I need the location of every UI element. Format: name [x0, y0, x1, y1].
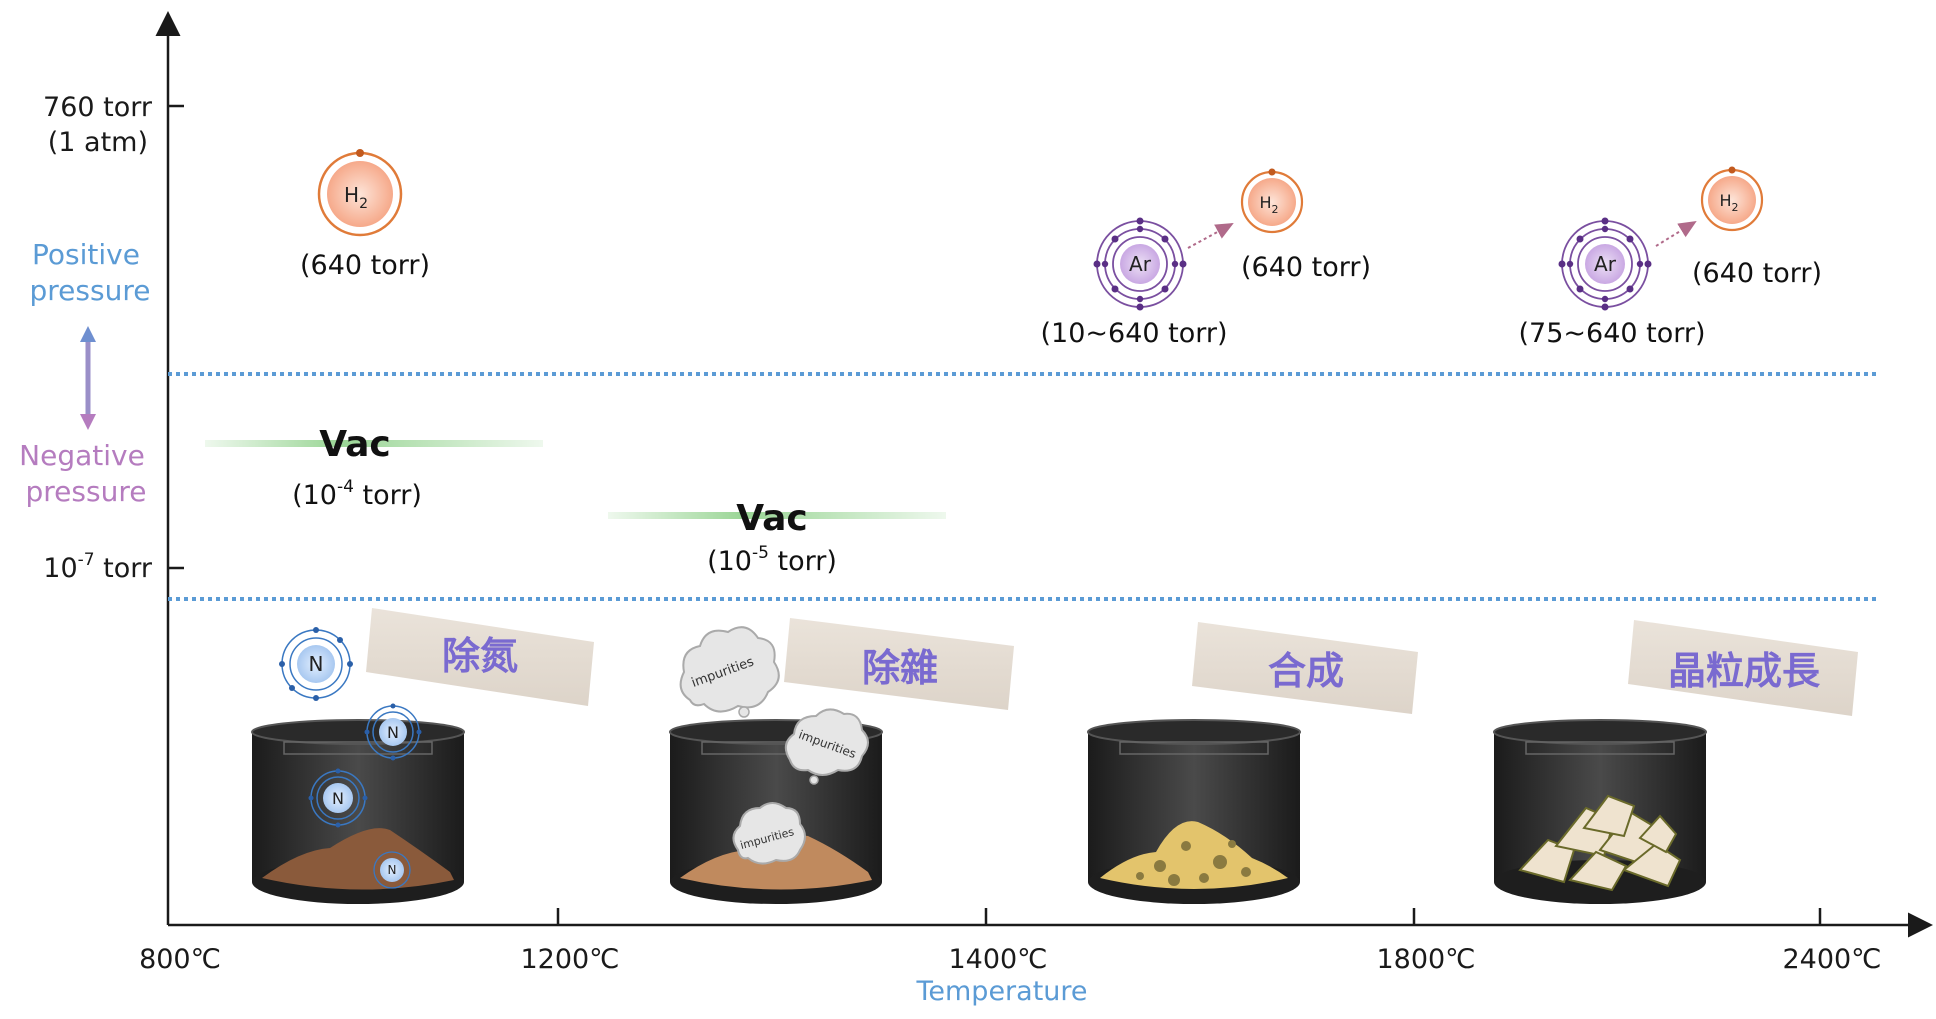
pressure-arrow-up-icon — [80, 326, 96, 342]
y-tick-low-label: 10-7 torr — [43, 550, 153, 584]
positive-pressure-label-2: pressure — [30, 274, 151, 307]
impurities-cloud-icon: impurities — [784, 708, 869, 785]
n-atom-icon: N — [364, 703, 422, 761]
n-atom-icon: N — [279, 627, 353, 701]
impurities-cloud-icon: impurities — [679, 626, 780, 718]
ar-stage3-pressure: (10~640 torr) — [1041, 318, 1228, 349]
ar-atom-icon: Ar — [1558, 217, 1652, 311]
impurities-cloud-icon: impurities — [732, 802, 806, 865]
h2-atom-icon: H2 — [317, 149, 403, 237]
y-tick-760-label: 760 torr — [43, 92, 153, 123]
h2-atom-icon: H2 — [1240, 168, 1304, 234]
crucible-4 — [1493, 719, 1707, 904]
ar-to-h2-arrow — [1187, 223, 1234, 249]
x-tick-label-1400: 1400℃ — [948, 944, 1047, 975]
vac-band-1 — [205, 440, 543, 447]
stage-tape-4: 晶粒成長 — [1628, 620, 1858, 716]
h2-stage4-pressure: (640 torr) — [1692, 258, 1822, 289]
x-tick-label-2400: 2400℃ — [1782, 944, 1881, 975]
x-tick-label-800: 800℃ — [139, 944, 221, 975]
x-axis-title: Temperature — [915, 976, 1087, 1007]
y-tick-760-sublabel: (1 atm) — [48, 127, 148, 158]
vac-label-1: Vac — [319, 424, 391, 465]
vac-pressure-2: (10-5 torr) — [707, 543, 837, 577]
stage-tape-1: 除氮 — [366, 608, 594, 706]
svg-text:合成: 合成 — [1268, 649, 1344, 693]
positive-pressure-label: Positive — [32, 238, 140, 271]
crucible-1 — [251, 719, 465, 904]
svg-text:N: N — [332, 789, 344, 808]
ar-to-h2-arrow — [1655, 220, 1697, 247]
x-tick-label-1200: 1200℃ — [520, 944, 619, 975]
n-atom-icon: N — [373, 851, 411, 889]
x-ticks — [556, 908, 1822, 925]
negative-pressure-label-2: pressure — [26, 475, 147, 508]
h2-stage1-pressure: (640 torr) — [300, 250, 430, 281]
svg-text:N: N — [309, 652, 324, 676]
svg-text:H2: H2 — [1259, 193, 1278, 216]
vac-label-2: Vac — [736, 498, 808, 539]
n-atom-icon: N — [308, 768, 368, 828]
stage-tape-3: 合成 — [1192, 622, 1418, 714]
svg-text:H2: H2 — [1719, 191, 1738, 214]
svg-text:N: N — [387, 723, 399, 742]
svg-text:Ar: Ar — [1129, 252, 1152, 276]
svg-text:H2: H2 — [344, 183, 368, 212]
h2-stage3-pressure: (640 torr) — [1241, 252, 1371, 283]
svg-text:N: N — [388, 863, 397, 877]
svg-text:Ar: Ar — [1594, 252, 1617, 276]
h2-atom-icon: H2 — [1700, 166, 1764, 232]
negative-pressure-label: Negative — [19, 439, 145, 472]
vac-band-2 — [608, 512, 946, 519]
ar-stage4-pressure: (75~640 torr) — [1519, 318, 1706, 349]
ar-atom-icon: Ar — [1093, 217, 1187, 311]
stage-tape-2: 除雜 — [784, 618, 1014, 710]
x-tick-label-1800: 1800℃ — [1376, 944, 1475, 975]
svg-text:除雜: 除雜 — [862, 646, 938, 690]
svg-text:除氮: 除氮 — [442, 634, 518, 678]
vac-pressure-1: (10-4 torr) — [292, 477, 422, 511]
svg-text:晶粒成長: 晶粒成長 — [1668, 649, 1821, 693]
pressure-arrow-down-icon — [80, 414, 96, 430]
crucible-3 — [1087, 719, 1301, 904]
